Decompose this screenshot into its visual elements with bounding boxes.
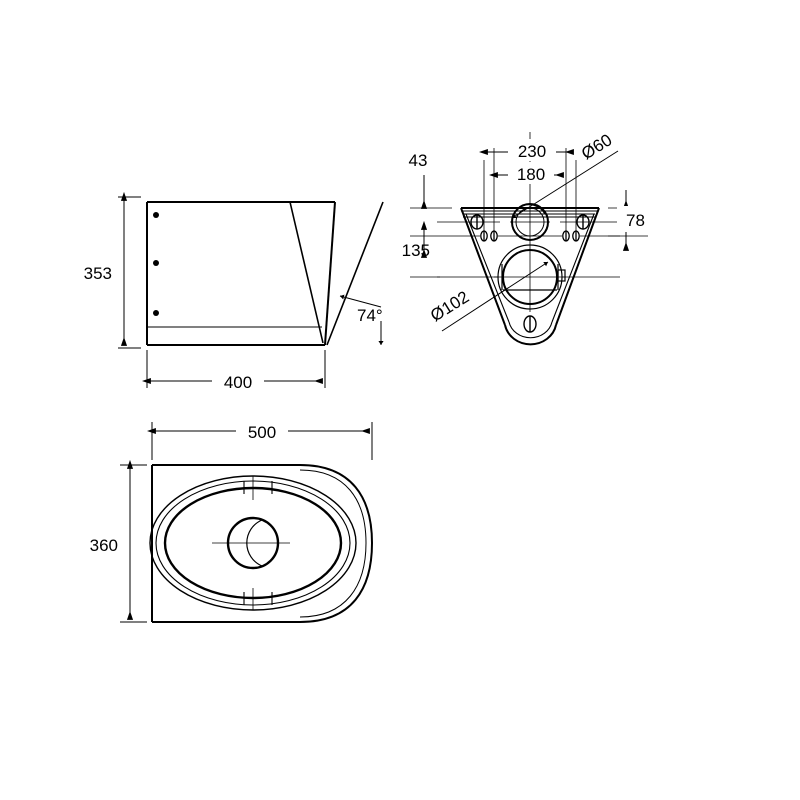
rear-bottom-fixing-eye (523, 315, 537, 333)
plan-rim-bridges (243, 481, 273, 605)
dimension-width-230: 230 (478, 139, 574, 161)
dimension-depth-400: 400 (141, 350, 326, 392)
dimension-label-74: 74° (357, 306, 383, 325)
dimension-label-500: 500 (248, 423, 276, 442)
dimension-angle-74: 74° (339, 294, 384, 345)
plan-centerlines (212, 476, 290, 610)
dimension-label-353: 353 (84, 264, 112, 283)
rear-flush-inlet-inner (515, 203, 546, 237)
view-side-elevation: 353 400 74° (84, 191, 384, 392)
rear-waste-outlet-centerlines (494, 243, 566, 312)
dimension-offset-78: 78 (608, 190, 661, 251)
view-plan: 500 360 (90, 420, 374, 623)
dimension-width-180: 180 (488, 162, 564, 184)
rear-body-inner-outline (463, 213, 595, 339)
dimension-label-230: 230 (518, 142, 546, 161)
dimension-label-43: 43 (409, 151, 428, 170)
side-body-outline (146, 201, 336, 346)
dimension-label-400: 400 (224, 373, 252, 392)
rear-centerlines (437, 132, 620, 278)
dimension-label-78: 78 (626, 211, 645, 230)
dimension-label-360: 360 (90, 536, 118, 555)
side-front-flare (289, 201, 384, 346)
view-rear-elevation: 230 180 43 135 78 (402, 130, 661, 346)
dimension-label-135: 135 (402, 241, 430, 260)
dimension-height-353: 353 (84, 191, 141, 349)
dimension-offset-135: 135 (402, 220, 440, 278)
dimension-offset-43: 43 (409, 151, 452, 209)
dimension-label-180: 180 (517, 165, 545, 184)
side-fixing-points (153, 212, 159, 316)
plan-body-inner-outline (299, 469, 367, 618)
dimension-length-500: 500 (146, 420, 373, 460)
dimension-label-dia-102: Ø102 (427, 287, 472, 325)
plan-body-outline (151, 464, 374, 623)
dimension-label-dia-60: Ø60 (578, 130, 615, 163)
dimension-width-360: 360 (90, 459, 147, 623)
